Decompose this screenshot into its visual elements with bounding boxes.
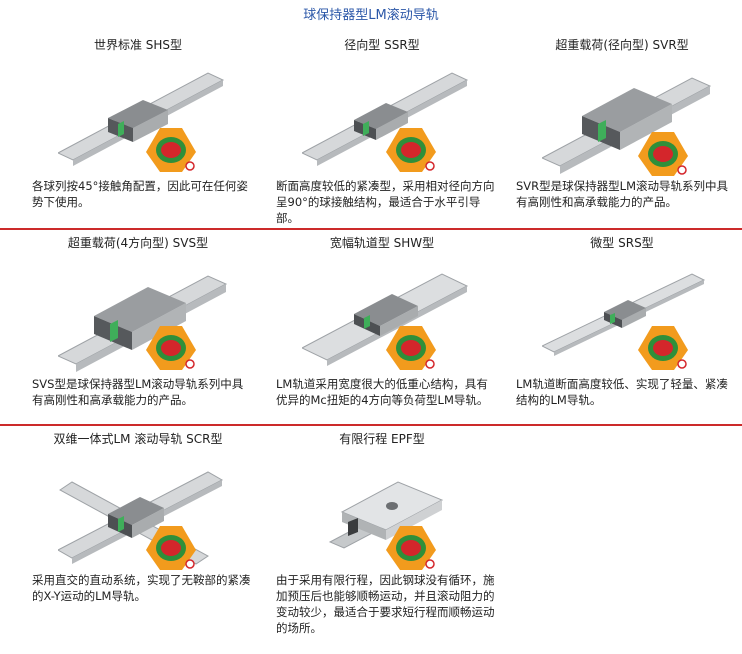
product-description: 断面高度较低的紧凑型，采用相对径向方向呈90°的球接触结构，最适合于水平引导部。 (276, 179, 495, 225)
product-title[interactable]: 径向型 SSR型 (344, 38, 420, 52)
caged-ball-logo (386, 526, 436, 570)
lm-guide-scr-image[interactable] (58, 452, 228, 572)
product-card-scr[interactable]: 双维一体式LM 滚动导轨 SCR型 采用直交的直动系统，实现了无鞍部的紧凑的X-… (18, 430, 258, 650)
product-card-svs[interactable]: 超重载荷(4方向型) SVS型 SVS型是球保持器型LM滚动导轨系列中具有高刚性… (18, 234, 258, 424)
caged-ball-logo (386, 326, 436, 370)
product-description: LM轨道采用宽度很大的低重心结构，具有优异的Mc扭矩的4方向等负荷型LM导轨。 (276, 377, 489, 407)
row-separator (0, 424, 742, 426)
product-title[interactable]: 超重载荷(4方向型) SVS型 (67, 236, 209, 250)
product-title[interactable]: 宽幅轨道型 SHW型 (329, 236, 435, 250)
page-title: 球保持器型LM滚动导轨 (303, 8, 439, 23)
lm-guide-svr-image[interactable] (542, 58, 712, 178)
product-card-svr[interactable]: 超重载荷(径向型) SVR型 SVR型是球保持器型LM滚动导轨系列中具有高刚性和… (502, 36, 742, 226)
lm-guide-svs-image[interactable] (58, 256, 228, 376)
product-description: SVR型是球保持器型LM滚动导轨系列中具有高刚性和高承载能力的产品。 (516, 179, 728, 209)
product-card-shs[interactable]: 世界标准 SHS型 各球列按45°接触角配置，因此可在任何姿势下使用。 (18, 36, 258, 226)
product-card-shw[interactable]: 宽幅轨道型 SHW型 LM轨道采用宽度很大的低重心结构，具有优异的Mc扭矩的4方… (262, 234, 502, 424)
product-description: LM轨道断面高度较低、实现了轻量、紧凑结构的LM导轨。 (516, 377, 728, 407)
product-title[interactable]: 世界标准 SHS型 (93, 38, 183, 52)
caged-ball-logo (386, 128, 436, 172)
product-description: 采用直交的直动系统，实现了无鞍部的紧凑的X-Y运动的LM导轨。 (32, 573, 251, 603)
product-description: SVS型是球保持器型LM滚动导轨系列中具有高刚性和高承载能力的产品。 (32, 377, 244, 407)
lm-guide-srs-image[interactable] (542, 256, 712, 376)
caged-ball-logo (146, 526, 196, 570)
row-separator (0, 228, 742, 230)
caged-ball-logo (146, 326, 196, 370)
caged-ball-logo (638, 326, 688, 370)
lm-guide-shw-image[interactable] (302, 256, 472, 376)
lm-guide-shs-image[interactable] (58, 58, 228, 178)
lm-guide-ssr-image[interactable] (302, 58, 472, 178)
product-description: 各球列按45°接触角配置，因此可在任何姿势下使用。 (32, 179, 248, 209)
product-description: 由于采用有限行程，因此钢球没有循环，施加预压后也能够顺畅运动，并且滚动阻力的变动… (276, 573, 495, 635)
product-title[interactable]: 微型 SRS型 (590, 236, 654, 250)
product-title[interactable]: 双维一体式LM 滚动导轨 SCR型 (53, 432, 223, 446)
product-card-ssr[interactable]: 径向型 SSR型 断面高度较低的紧凑型，采用相对径向方向呈90°的球接触结构，最… (262, 36, 502, 226)
caged-ball-logo (146, 128, 196, 172)
product-title[interactable]: 超重载荷(径向型) SVR型 (555, 38, 689, 52)
product-card-epf[interactable]: 有限行程 EPF型 由于采用有限行程，因此钢球没有循环，施加预压后也能够顺畅运动… (262, 430, 502, 650)
product-title[interactable]: 有限行程 EPF型 (339, 432, 425, 446)
product-card-srs[interactable]: 微型 SRS型 LM轨道断面高度较低、实现了轻量、紧凑结构的LM导轨。 (502, 234, 742, 424)
lm-guide-epf-image[interactable] (302, 452, 472, 572)
caged-ball-logo (638, 132, 688, 176)
